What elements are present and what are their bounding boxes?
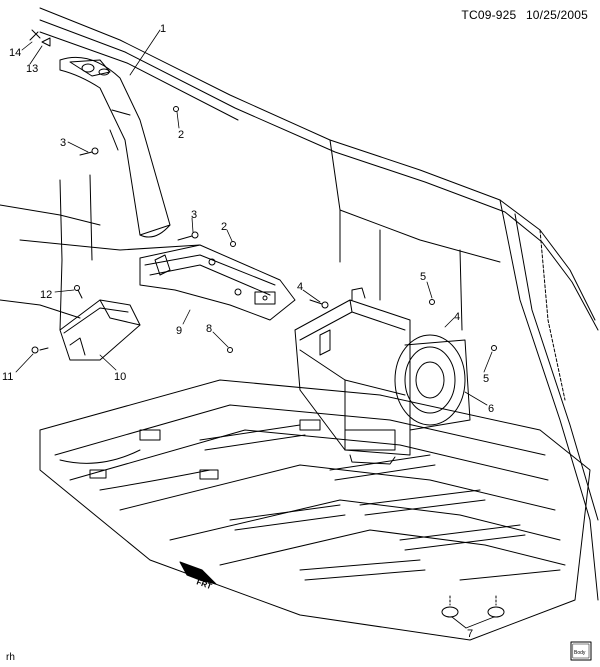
- front-direction-arrow: [179, 561, 217, 585]
- callout-labels: 1 2 2 3 3 4 4 5 5 6 7 8 9 10 11 12 13 14…: [2, 23, 586, 656]
- body-badge: [570, 641, 592, 661]
- drawing-id: TC09-925: [461, 8, 517, 22]
- callout-6: 6: [488, 403, 494, 415]
- callout-5-right: 5: [483, 373, 489, 385]
- callout-2-mid: 2: [221, 221, 227, 233]
- corner-tag: rh: [6, 652, 15, 663]
- vertical-air-duct: [59, 56, 171, 238]
- callout-4-right: 4: [454, 311, 460, 323]
- body-frame-lines: [0, 7, 599, 601]
- callout-13: 13: [26, 63, 38, 75]
- callout-5-top: 5: [420, 271, 426, 283]
- callout-8: 8: [206, 323, 212, 335]
- fasteners: [29, 29, 505, 618]
- badge-label: Body: [574, 650, 586, 656]
- floor-panel: [39, 379, 591, 641]
- callout-3-left: 3: [60, 137, 66, 149]
- callout-9: 9: [176, 325, 182, 337]
- callout-7: 7: [467, 628, 473, 640]
- callout-10: 10: [114, 371, 126, 383]
- callout-4-left: 4: [297, 281, 303, 293]
- callout-12: 12: [40, 289, 52, 301]
- leader-lines: [15, 29, 495, 629]
- callout-2-top: 2: [178, 129, 184, 141]
- drawing-date: 10/25/2005: [525, 8, 588, 22]
- horizontal-air-duct: [139, 244, 296, 321]
- callout-3-mid: 3: [191, 209, 197, 221]
- outlet-duct: [59, 299, 141, 361]
- drawing-header: TC09-925 10/25/2005: [455, 8, 588, 22]
- callout-1: 1: [160, 23, 166, 35]
- hvac-module: [294, 287, 471, 465]
- callout-14: 14: [9, 47, 21, 59]
- callout-11: 11: [2, 371, 13, 383]
